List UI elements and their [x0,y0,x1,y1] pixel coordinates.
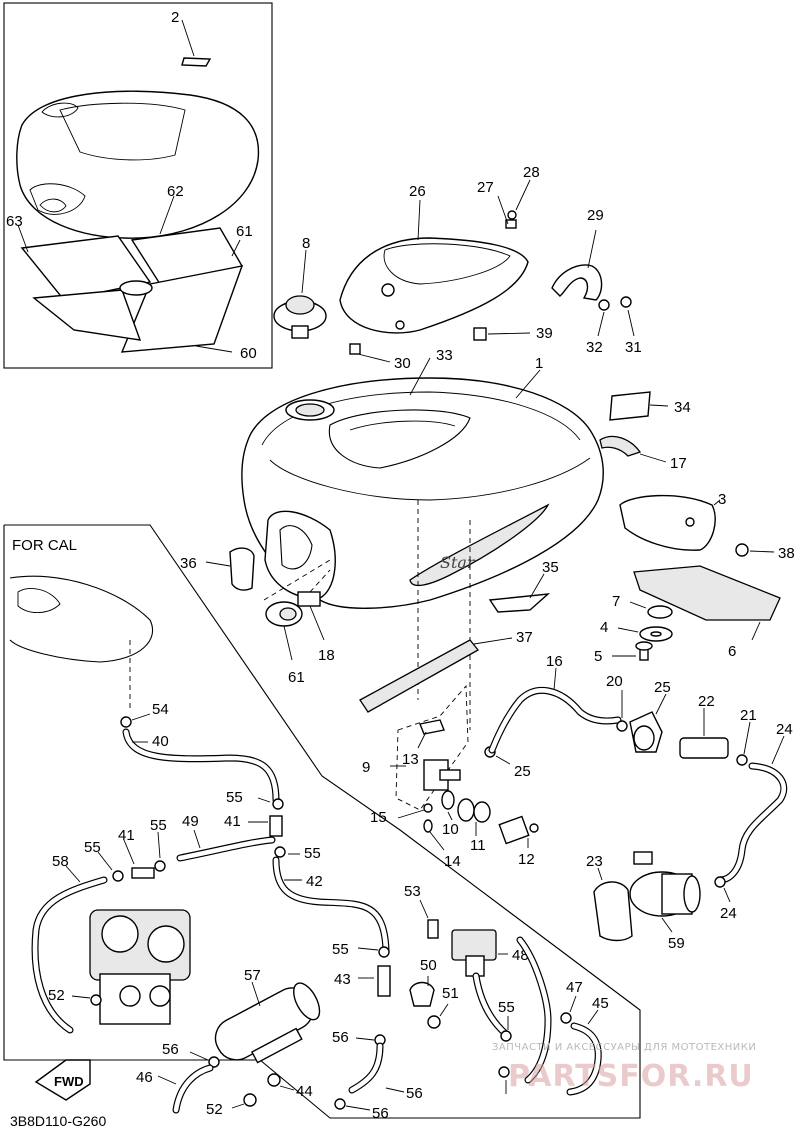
callout-4: 7 [612,593,620,610]
callout-55b: 55 [304,845,321,862]
for-cal-label: FOR CAL [12,537,77,554]
callout-60: 60 [240,345,257,362]
svg-text:Star: Star [440,553,476,572]
watermark-subtitle: ЗАПЧАСТИ И АКСЕССУАРЫ ДЛЯ МОТОТЕХНИКИ [492,1042,756,1053]
callout-47: 45 [592,995,609,1012]
callout-45: 57 [244,967,261,984]
callout-11: 11 [470,837,486,854]
callout-1: 1 [535,355,543,372]
callout-36: 36 [180,555,197,572]
callout-23: 23 [586,853,603,870]
callout-52a: 52 [206,1101,223,1118]
callout-29: 29 [587,207,604,224]
callout-13: 13 [402,751,419,768]
callout-5: 4 [600,619,608,636]
watermark-logo: PARTSFOR.RU [508,1059,754,1094]
callout-55f: 55 [498,999,515,1016]
callout-49: 49 [182,813,199,830]
callout-42: 42 [306,873,323,890]
callout-54: 54 [152,701,169,718]
fuel-cap-group: 8 26 27 28 29 30 32 31 39 [273,164,642,372]
for-cal-box: FOR CAL [3,524,641,1119]
callout-6: 5 [594,648,602,665]
callout-19: 24 [776,721,793,738]
callout-31: 31 [625,339,642,356]
callout-61: 61 [236,223,253,240]
callout-33: 33 [436,347,453,364]
callout-37: 6 [728,643,736,660]
callout-25b: 25 [514,763,531,780]
callout-2: 2 [171,9,179,26]
callout-12: 12 [518,851,535,868]
callout-15: 15 [370,809,387,826]
callout-27: 27 [477,179,494,196]
callout-55c: 55 [150,817,167,834]
callout-38: 38 [778,545,795,562]
callout-8: 8 [302,235,310,252]
callout-55g: 47 [566,979,583,996]
callout-51: 51 [442,985,459,1002]
callout-53: 53 [404,883,421,900]
callout-56c: 56 [372,1105,389,1122]
callout-39: 39 [536,325,553,342]
callout-35: 35 [542,559,559,576]
callout-7: 61 [288,669,305,686]
callout-44: 56 [406,1085,423,1102]
callout-14: 14 [444,853,461,870]
callout-55a: 55 [226,789,243,806]
mounting-parts-right: 3 38 6 7 4 5 [594,491,795,665]
fuel-cock-assembly: 9 13 15 10 11 12 14 25 [362,684,539,870]
callout-52b: 44 [296,1083,313,1100]
callout-55d: 55 [84,839,101,856]
callout-40: 40 [152,733,169,750]
tank-decal-parts: 34 17 [599,391,691,472]
callout-41a: 41 [224,813,241,830]
callout-10: 10 [442,821,459,838]
callout-43: 43 [334,971,351,988]
callout-56a: 56 [162,1041,179,1058]
fwd-arrow-icon: FWD [34,1059,91,1101]
inset-tank-decal-box: 2 63 62 61 60 [3,2,273,369]
callout-18: 18 [318,647,335,664]
fuel-line-group: 16 20 25 22 21 24 24 59 23 [488,653,793,952]
callout-50: 50 [420,957,437,974]
callout-32: 32 [586,339,603,356]
diagram-code: 3B8D110-G260 [10,1113,106,1129]
callout-24: 21 [740,707,757,724]
callout-30: 30 [394,355,411,372]
callout-59: 59 [668,935,685,952]
callout-20: 16 [546,653,563,670]
callout-28: 28 [523,164,540,181]
callout-22: 25 [654,679,671,696]
callout-46: 46 [136,1069,153,1086]
evap-system: 54 40 55 41 49 55 41 55 55 58 [31,701,609,1122]
callout-24b: 24 [720,905,737,922]
fwd-label: FWD [54,1074,84,1089]
callout-56b: 56 [332,1029,349,1046]
callout-21: 22 [698,693,715,710]
callout-58: 58 [52,853,69,870]
rubber-strip-16: 37 [359,629,533,713]
callout-62: 62 [167,183,184,200]
callout-63: 63 [6,213,23,230]
mounting-parts-left: 35 36 18 61 [180,547,559,686]
fuel-tank: Star 1 33 [241,347,604,730]
callout-3: 3 [718,491,726,508]
callout-16: 37 [516,629,533,646]
callout-57: 52 [48,987,65,1004]
callout-26: 26 [409,183,426,200]
callout-41b: 41 [118,827,135,844]
callout-25: 20 [606,673,623,690]
callout-55e: 55 [332,941,349,958]
callout-9: 9 [362,759,370,776]
callout-17: 17 [670,455,687,472]
callout-34: 34 [674,399,691,416]
